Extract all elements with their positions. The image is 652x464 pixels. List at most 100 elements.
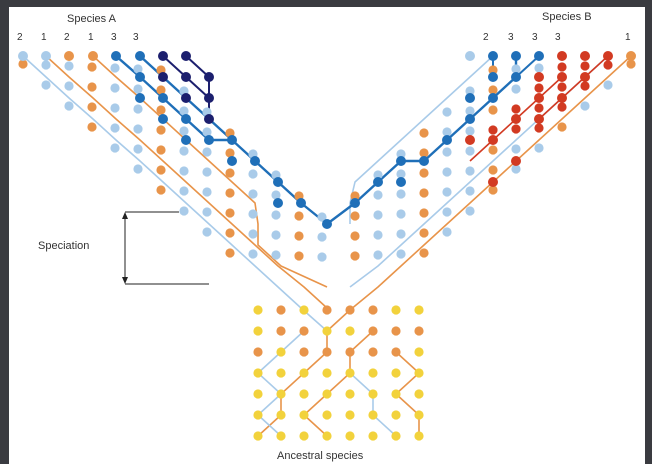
individual-node bbox=[133, 84, 143, 94]
individual-node bbox=[204, 72, 214, 82]
individual-node bbox=[273, 198, 283, 208]
individual-node bbox=[414, 410, 424, 420]
individual-node bbox=[368, 305, 378, 315]
individual-node bbox=[511, 64, 521, 74]
individual-node bbox=[391, 368, 401, 378]
individual-node bbox=[133, 144, 143, 154]
individual-node bbox=[414, 431, 424, 441]
speciation-label: Speciation bbox=[38, 240, 90, 252]
individual-node bbox=[225, 168, 235, 178]
individual-node bbox=[603, 80, 613, 90]
individual-node bbox=[225, 248, 235, 258]
individual-node bbox=[135, 72, 145, 82]
individual-node bbox=[557, 51, 567, 61]
individual-node bbox=[373, 170, 383, 180]
individual-node bbox=[181, 93, 191, 103]
individual-node bbox=[227, 156, 237, 166]
individual-node bbox=[368, 389, 378, 399]
individual-node bbox=[534, 143, 544, 153]
individual-node bbox=[41, 60, 51, 70]
species-a-label: Species A bbox=[67, 13, 116, 25]
individual-node bbox=[488, 135, 498, 145]
individual-node bbox=[181, 114, 191, 124]
individual-node bbox=[465, 106, 475, 116]
individual-node bbox=[322, 305, 332, 315]
species-a-tip-number: 1 bbox=[88, 32, 94, 43]
species-a-tip-number: 3 bbox=[111, 32, 117, 43]
individual-node bbox=[202, 187, 212, 197]
individual-node bbox=[110, 123, 120, 133]
individual-node bbox=[414, 368, 424, 378]
individual-node bbox=[225, 208, 235, 218]
individual-node bbox=[156, 125, 166, 135]
individual-node bbox=[396, 156, 406, 166]
individual-node bbox=[350, 198, 360, 208]
individual-node bbox=[64, 81, 74, 91]
individual-node bbox=[419, 208, 429, 218]
individual-node bbox=[179, 166, 189, 176]
lineage-path bbox=[115, 55, 328, 225]
individual-node bbox=[156, 185, 166, 195]
individual-node bbox=[322, 431, 332, 441]
species-b-tip-number: 3 bbox=[532, 32, 538, 43]
individual-node bbox=[253, 410, 263, 420]
individual-node bbox=[557, 62, 567, 72]
individual-node bbox=[271, 210, 281, 220]
individual-node bbox=[322, 389, 332, 399]
individual-node bbox=[391, 431, 401, 441]
individual-node bbox=[373, 250, 383, 260]
individual-node bbox=[299, 347, 309, 357]
lineage-path bbox=[303, 330, 374, 437]
individual-node bbox=[488, 177, 498, 187]
individual-node bbox=[465, 126, 475, 136]
individual-node bbox=[345, 347, 355, 357]
individual-node bbox=[465, 135, 475, 145]
individual-node bbox=[204, 135, 214, 145]
speciation-bracket bbox=[122, 211, 209, 285]
individual-node bbox=[250, 156, 260, 166]
individual-node bbox=[18, 59, 28, 69]
individual-node bbox=[111, 51, 121, 61]
individual-node bbox=[204, 114, 214, 124]
individual-node bbox=[253, 368, 263, 378]
individual-node bbox=[488, 85, 498, 95]
individual-node bbox=[156, 145, 166, 155]
individual-node bbox=[465, 86, 475, 96]
individual-node bbox=[299, 305, 309, 315]
lineage-path bbox=[45, 55, 328, 309]
individual-node bbox=[442, 167, 452, 177]
individual-node bbox=[414, 389, 424, 399]
individual-node bbox=[202, 227, 212, 237]
lineage-path bbox=[92, 55, 328, 288]
individual-node bbox=[273, 177, 283, 187]
individual-node bbox=[626, 51, 636, 61]
individual-node bbox=[511, 124, 521, 134]
species-a-tip-number: 1 bbox=[41, 32, 47, 43]
individual-node bbox=[465, 166, 475, 176]
individual-node bbox=[465, 51, 475, 61]
individual-node bbox=[488, 72, 498, 82]
individual-node bbox=[511, 51, 521, 61]
individual-node bbox=[396, 229, 406, 239]
individual-node bbox=[299, 410, 309, 420]
individual-node bbox=[276, 368, 286, 378]
species-b-tip-number: 3 bbox=[555, 32, 561, 43]
individual-node bbox=[534, 72, 544, 82]
individual-node bbox=[248, 169, 258, 179]
individual-node bbox=[202, 207, 212, 217]
lineage-path bbox=[515, 55, 540, 78]
individual-node bbox=[350, 251, 360, 261]
individual-node bbox=[442, 127, 452, 137]
individual-node bbox=[87, 122, 97, 132]
species-b-tip-number: 3 bbox=[508, 32, 514, 43]
individual-node bbox=[110, 103, 120, 113]
individual-node bbox=[158, 72, 168, 82]
individual-node bbox=[87, 102, 97, 112]
individual-node bbox=[179, 186, 189, 196]
individual-node bbox=[299, 368, 309, 378]
individual-node bbox=[133, 104, 143, 114]
individual-node bbox=[181, 72, 191, 82]
individual-node bbox=[88, 51, 98, 61]
individual-node bbox=[557, 72, 567, 82]
individual-node bbox=[133, 124, 143, 134]
